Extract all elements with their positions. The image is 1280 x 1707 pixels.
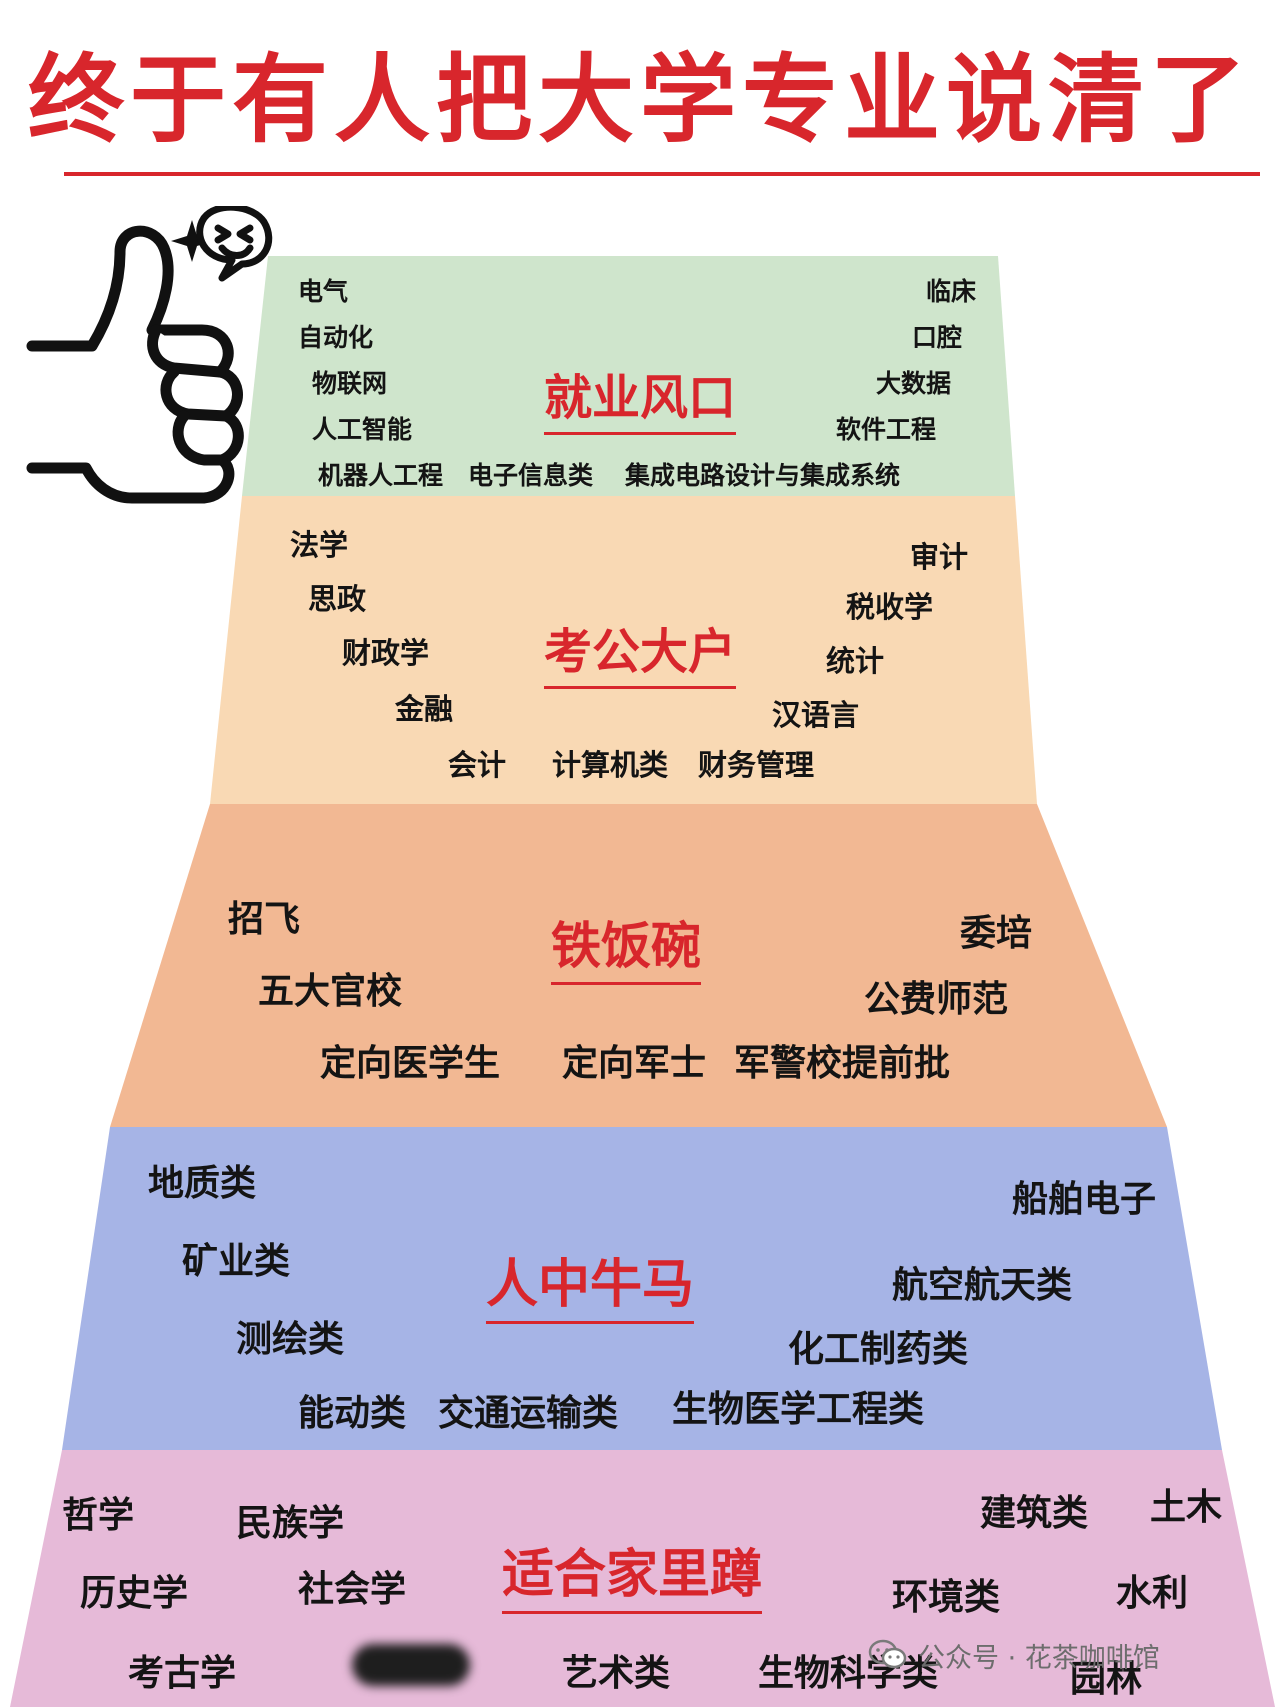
tier-3-band (110, 804, 1167, 1127)
major-item: 考古学 (128, 1652, 237, 1694)
major-item: 计算机类 (552, 748, 669, 782)
major-item: 招飞 (228, 898, 301, 940)
major-item: 矿业类 (182, 1240, 291, 1282)
major-item: 军警校提前批 (734, 1042, 951, 1084)
major-item: 财务管理 (698, 748, 815, 782)
wechat-channel-icon (868, 1639, 907, 1669)
major-item: 水利 (1116, 1572, 1189, 1614)
major-item: 税收学 (846, 590, 934, 624)
major-item: 法学 (290, 528, 349, 562)
major-item: 审计 (910, 540, 969, 574)
major-item: 汉语言 (772, 698, 860, 732)
major-item: 船舶电子 (1012, 1178, 1157, 1220)
major-item: 口腔 (912, 323, 963, 352)
tier-4-band (62, 1127, 1222, 1450)
major-item: 哲学 (62, 1494, 135, 1536)
major-item: 建筑类 (980, 1492, 1089, 1534)
laughing-face-icon (196, 206, 273, 282)
tier-title-iron-rice-bowl: 铁饭碗 (551, 906, 701, 985)
major-item: 集成电路设计与集成系统 (625, 461, 901, 490)
tier-1-band (242, 256, 1015, 496)
major-item: 社会学 (298, 1568, 407, 1610)
major-item: 金融 (395, 692, 454, 726)
major-item: 财政学 (342, 636, 430, 670)
major-item: 交通运输类 (438, 1392, 619, 1434)
major-item: 定向医学生 (320, 1042, 501, 1084)
watermark-text: 公众号 · 花茶咖啡馆 (918, 1642, 1160, 1674)
major-item: 土木 (1150, 1486, 1223, 1528)
major-item: 地质类 (148, 1162, 257, 1204)
major-item: 能动类 (298, 1392, 407, 1434)
major-item: 自动化 (298, 323, 374, 352)
major-item: 艺术类 (562, 1652, 671, 1694)
major-item: 委培 (960, 912, 1033, 954)
tier-2-band (210, 496, 1037, 804)
major-item: 电子信息类 (468, 461, 594, 490)
tier-title-civil-service: 考公大户 (543, 612, 737, 689)
major-item: 软件工程 (836, 415, 937, 444)
major-item: 思政 (308, 582, 367, 616)
major-item: 临床 (926, 277, 977, 306)
major-item: 物联网 (312, 369, 388, 398)
tier-title-employment-hotspot: 就业风口 (543, 358, 737, 435)
tier-title-workhorse: 人中牛马 (485, 1242, 695, 1324)
major-item: 大数据 (876, 369, 952, 398)
major-item: 生物医学工程类 (672, 1388, 925, 1430)
title-underline (64, 172, 1260, 176)
major-item: 生物科学类 (758, 1652, 939, 1694)
major-item: 统计 (826, 644, 885, 678)
major-item: 环境类 (892, 1576, 1001, 1618)
major-item: 会计 (448, 748, 507, 782)
major-item: 园林 (1070, 1658, 1143, 1700)
major-item: 五大官校 (258, 970, 403, 1012)
major-item: 定向军士 (562, 1042, 707, 1084)
major-item: 测绘类 (236, 1318, 345, 1360)
page-title: 终于有人把大学专业说清了 (28, 44, 1252, 156)
major-item: 人工智能 (312, 415, 413, 444)
sparkle-icon (171, 220, 213, 262)
watermark: 公众号 · 花茶咖啡馆 (868, 1630, 1160, 1680)
major-item: 民族学 (236, 1502, 345, 1544)
redacted-text-blur (352, 1644, 470, 1686)
tier-title-stay-home: 适合家里蹲 (501, 1532, 763, 1614)
major-item: 公费师范 (864, 978, 1009, 1020)
major-item: 化工制药类 (788, 1328, 969, 1370)
major-item: 航空航天类 (892, 1264, 1073, 1306)
major-item: 电气 (298, 277, 349, 306)
tier-5-band (10, 1450, 1275, 1707)
thumbs-up-icon (26, 206, 273, 504)
major-item: 历史学 (80, 1572, 189, 1614)
major-item: 机器人工程 (318, 461, 444, 490)
